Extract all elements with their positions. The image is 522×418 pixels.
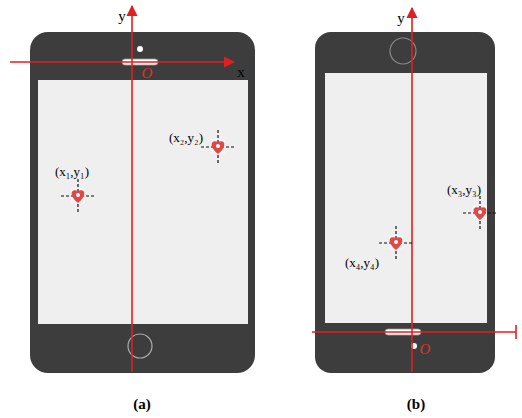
panel-caption: (b) (407, 397, 425, 412)
coordinate-label: (x₁,y₁) (55, 165, 89, 178)
phone-b (312, 8, 516, 373)
coordinate-label: (x₃,y₃) (447, 183, 481, 196)
axis-label: y (118, 9, 126, 24)
origin-label: O (142, 66, 153, 81)
origin-label: O (420, 342, 431, 357)
phone-a (10, 6, 255, 373)
coordinate-label: (x₄,y₄) (345, 256, 379, 269)
panel-caption: (a) (133, 397, 151, 412)
coordinate-label: (x₂,y₂) (169, 131, 203, 144)
axis-label: x (237, 65, 245, 80)
axis-label: y (397, 11, 405, 26)
